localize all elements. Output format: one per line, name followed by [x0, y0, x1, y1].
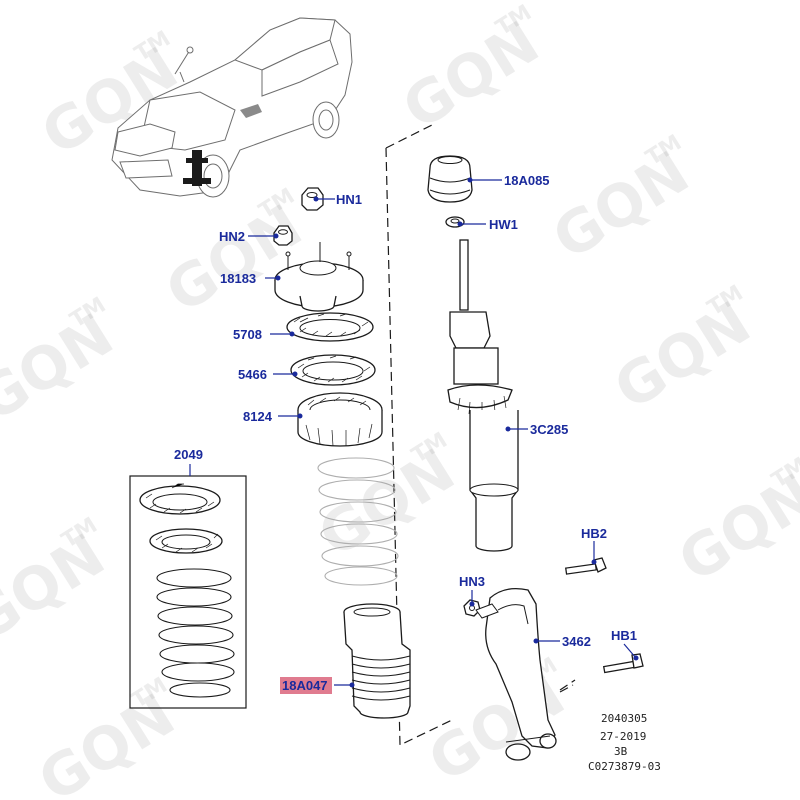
ref-line-3: 3B — [614, 745, 628, 758]
top-mount-18183 — [274, 242, 364, 312]
strut-assembly-boundary — [385, 124, 576, 746]
callout-hn2[interactable]: HN2 — [219, 229, 245, 244]
callout-5708[interactable]: 5708 — [233, 327, 262, 342]
ref-line-1: 2040305 — [601, 712, 647, 725]
bearing-5466 — [290, 354, 376, 386]
spring-kit-2049-inset — [129, 475, 247, 709]
bearing-5708 — [286, 312, 374, 342]
spring-seat-8124 — [297, 392, 383, 447]
coil-spring-main — [317, 457, 399, 586]
watermark-8: GQN TM — [667, 453, 800, 596]
knuckle-3462 — [475, 587, 557, 761]
leader-lines — [189, 177, 639, 688]
callout-hn1[interactable]: HN1 — [336, 192, 362, 207]
hn1-nut — [301, 187, 324, 211]
callout-18a047[interactable]: 18A047 — [282, 678, 328, 693]
dust-boot-18a047 — [343, 603, 411, 719]
watermark-3: GQN TM — [541, 130, 700, 273]
svg-text:GQN: GQN — [307, 436, 466, 571]
svg-text:GQN: GQN — [0, 300, 125, 435]
callout-hw1[interactable]: HW1 — [489, 217, 518, 232]
watermark-2: GQN TM — [391, 0, 550, 143]
callout-hn3[interactable]: HN3 — [459, 574, 485, 589]
callout-3462[interactable]: 3462 — [562, 634, 591, 649]
hn2-nut — [273, 225, 293, 246]
svg-text:GQN: GQN — [603, 288, 762, 423]
callout-18a085[interactable]: 18A085 — [504, 173, 550, 188]
drawing-reference-block: 2040305 27-2019 3B C0273879-03 — [588, 712, 661, 773]
vehicle-locator-illustration — [111, 17, 353, 198]
ref-line-4: C0273879-03 — [588, 760, 661, 773]
svg-text:GQN: GQN — [541, 138, 700, 273]
svg-text:GQN: GQN — [154, 191, 313, 326]
hb1-bolt — [602, 653, 644, 674]
highlight-18a047 — [280, 677, 332, 694]
watermark-5: GQN TM — [603, 281, 762, 424]
boundary-tail — [559, 684, 574, 693]
bump-stop-18a085 — [427, 155, 473, 203]
svg-text:GQN: GQN — [391, 8, 550, 143]
callout-5466[interactable]: 5466 — [238, 367, 267, 382]
watermark-11: GQN TM — [27, 673, 186, 800]
callout-hb1[interactable]: HB1 — [611, 628, 637, 643]
svg-text:GQN: GQN — [0, 521, 116, 656]
watermark-9: GQN TM — [0, 513, 116, 656]
hb2-bolt — [564, 557, 607, 575]
ref-line-2: 27-2019 — [600, 730, 646, 743]
callout-18183[interactable]: 18183 — [220, 271, 256, 286]
inset-frame — [129, 475, 247, 709]
shock-absorber-3c285 — [447, 239, 519, 552]
watermark-6: GQN TM — [0, 293, 125, 436]
callout-3c285[interactable]: 3C285 — [530, 422, 568, 437]
callout-hb2[interactable]: HB2 — [581, 526, 607, 541]
callout-8124[interactable]: 8124 — [243, 409, 273, 424]
callout-labels: HN1 HN2 18183 5708 5466 8124 2049 18A085… — [174, 173, 637, 694]
callout-2049[interactable]: 2049 — [174, 447, 203, 462]
